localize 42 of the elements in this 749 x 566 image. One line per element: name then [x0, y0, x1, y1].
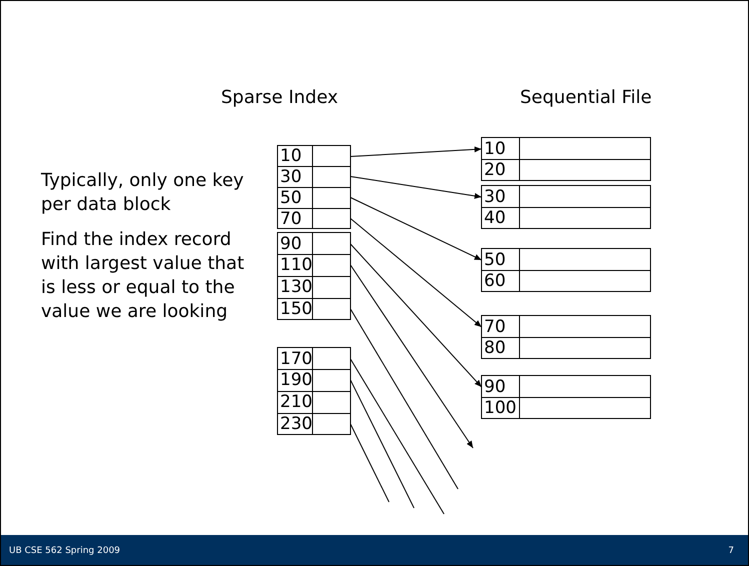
data-record: 20: [481, 159, 651, 181]
index-entry: 110: [277, 254, 351, 276]
data-block: [481, 315, 651, 359]
data-record: 80: [481, 337, 651, 359]
data-block: [481, 137, 651, 181]
arrow: [350, 146, 482, 157]
index-entry: 130: [277, 276, 351, 298]
index-entry: 230: [277, 413, 351, 435]
data-record: 100: [481, 397, 651, 419]
arrow: [350, 264, 474, 448]
index-entry: 190: [277, 369, 351, 391]
data-record: 70: [481, 316, 651, 338]
index-block: [277, 347, 351, 435]
data-block: [481, 185, 651, 229]
data-record: 10: [481, 138, 651, 160]
index-entry: 30: [277, 166, 351, 187]
index-block: [277, 232, 351, 320]
page-number: 7: [728, 546, 734, 556]
index-entry: 50: [277, 187, 351, 208]
note-text: Find the index record with largest value that is less or equal to the value we are looking: [41, 228, 246, 324]
data-record: 30: [481, 186, 651, 208]
data-record: 40: [481, 207, 651, 229]
data-block: [481, 248, 651, 292]
arrow: [350, 218, 482, 328]
index-block: [277, 145, 351, 229]
index-entry: 10: [277, 146, 351, 167]
index-entry: 70: [277, 208, 351, 229]
index-entry: 90: [277, 233, 351, 255]
index-entry: 170: [277, 348, 351, 370]
arrow: [350, 197, 482, 260]
index-entry: 210: [277, 391, 351, 413]
data-record: 60: [481, 270, 651, 292]
column-heading: Sequential File: [520, 87, 652, 108]
index-entry: 150: [277, 298, 351, 320]
arrow: [350, 244, 482, 388]
data-record: 50: [481, 249, 651, 271]
column-heading: Sparse Index: [221, 87, 338, 108]
data-record: 90: [481, 376, 651, 398]
footer-text: UB CSE 562 Spring 2009: [9, 546, 120, 556]
arrow: [350, 176, 482, 199]
note-text: Typically, only one key per data block: [41, 169, 245, 217]
data-block: [481, 375, 651, 419]
